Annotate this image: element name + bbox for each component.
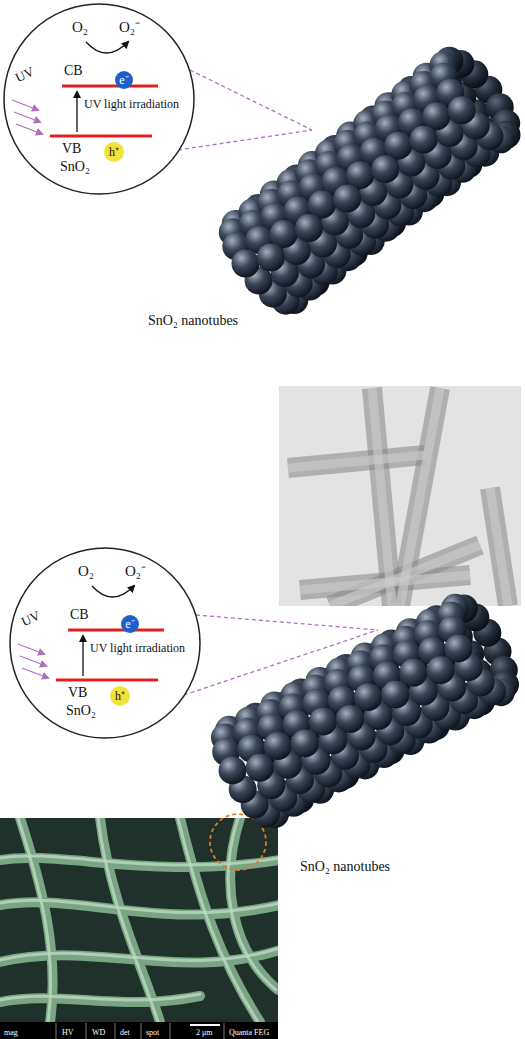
sem-fibers bbox=[0, 818, 278, 1022]
tem-tube-walls bbox=[288, 388, 508, 606]
sem-info-bar bbox=[0, 1022, 278, 1039]
uv-ray bbox=[14, 112, 40, 122]
instrument-field: spot bbox=[146, 1029, 159, 1037]
tem-image bbox=[279, 386, 521, 606]
sem-ground bbox=[0, 818, 278, 1039]
nanotube bbox=[219, 47, 521, 315]
uv-ray bbox=[22, 668, 48, 678]
nanoparticle-sphere bbox=[246, 754, 274, 782]
valence-band bbox=[56, 679, 158, 682]
nanoparticle-sphere bbox=[257, 244, 285, 272]
inset-text: UV light irradiation bbox=[90, 642, 185, 654]
inset-text: VB bbox=[68, 686, 87, 700]
carrier-symbol: h⁺ bbox=[109, 146, 119, 158]
sem-fiber-highlights bbox=[0, 818, 278, 1022]
carrier-symbol: e⁻ bbox=[119, 74, 128, 86]
excitation-arrow bbox=[82, 636, 83, 676]
nanoparticle-sphere bbox=[291, 729, 319, 757]
charge-carrier: h⁺ bbox=[104, 142, 124, 162]
instrument-field: det bbox=[120, 1029, 130, 1037]
tem-ground bbox=[279, 386, 521, 606]
charge-carrier: e⁻ bbox=[121, 615, 139, 633]
instrument-name: Quanta FEG bbox=[229, 1029, 269, 1037]
inset-text: SnO₂ bbox=[60, 160, 90, 174]
sem-image bbox=[0, 818, 278, 1039]
inset-text: O₂ bbox=[72, 20, 88, 35]
excitation-arrow bbox=[76, 92, 77, 132]
inset-text: UV light irradiation bbox=[84, 98, 179, 110]
inset-text: VB bbox=[62, 142, 81, 156]
inset-text: CB bbox=[70, 608, 89, 622]
nanoparticle-sphere bbox=[309, 708, 337, 736]
charge-carrier: e⁻ bbox=[115, 71, 133, 89]
nanoparticle-sphere bbox=[371, 155, 399, 183]
inset-text: CB bbox=[64, 64, 83, 78]
inset-text: O₂ bbox=[78, 564, 94, 579]
inset-circle bbox=[4, 4, 194, 194]
inset-circle bbox=[10, 548, 200, 738]
conduction-band bbox=[62, 85, 158, 88]
nanoparticle-sphere bbox=[354, 683, 382, 711]
nanoparticle-sphere bbox=[219, 756, 247, 784]
conduction-band bbox=[68, 629, 164, 632]
carrier-symbol: e⁻ bbox=[125, 618, 134, 630]
tem-tube-cores bbox=[288, 388, 508, 606]
uv-ray bbox=[18, 644, 44, 654]
inset-text: SnO₂ bbox=[66, 704, 96, 718]
part-label: SnO₂ nanotubes bbox=[300, 860, 390, 874]
band-diagram-inset: O₂O₂⁻CBUV light irradiationVBSnO₂UVe⁻h⁺ bbox=[2, 2, 196, 196]
uv-ray bbox=[12, 100, 38, 110]
nanoparticle-sphere bbox=[448, 96, 476, 124]
uv-ray bbox=[20, 656, 46, 666]
nanoparticle-sphere bbox=[445, 634, 473, 662]
inset-text: O₂⁻ bbox=[125, 564, 146, 579]
band-diagram-inset: O₂O₂⁻CBUV light irradiationVBSnO₂UVe⁻h⁺ bbox=[8, 546, 202, 740]
nanoparticle-sphere bbox=[381, 681, 409, 709]
nanoparticle-sphere bbox=[410, 126, 438, 154]
nanoparticle-sphere bbox=[295, 214, 323, 242]
nanoparticle-sphere bbox=[336, 705, 364, 733]
nanoparticle-sphere bbox=[399, 659, 427, 687]
inset-leaders bbox=[178, 70, 378, 695]
part-label: SnO₂ nanotubes bbox=[148, 314, 238, 328]
instrument-field: HV bbox=[62, 1029, 74, 1037]
nanotube bbox=[211, 594, 519, 828]
carrier-symbol: h⁺ bbox=[115, 690, 125, 702]
reduction-arrow bbox=[86, 42, 128, 53]
uv-ray bbox=[16, 124, 42, 134]
charge-carrier: h⁺ bbox=[110, 686, 130, 706]
inset-text: O₂⁻ bbox=[119, 20, 140, 35]
nanoparticle-sphere bbox=[427, 656, 455, 684]
instrument-field: mag bbox=[4, 1029, 18, 1037]
sem-bar-dividers bbox=[56, 1023, 224, 1039]
scale-bar bbox=[190, 1024, 220, 1026]
reduction-arrow bbox=[92, 586, 134, 597]
scale-label: 2 μm bbox=[196, 1029, 213, 1037]
valence-band bbox=[50, 135, 152, 138]
instrument-field: WD bbox=[92, 1029, 105, 1037]
nanoparticle-sphere bbox=[264, 732, 292, 760]
nanoparticle-sphere bbox=[333, 185, 361, 213]
nanoparticle-sphere bbox=[384, 132, 412, 160]
nanoparticle-sphere bbox=[308, 191, 336, 219]
nanoparticle-sphere bbox=[232, 250, 260, 278]
